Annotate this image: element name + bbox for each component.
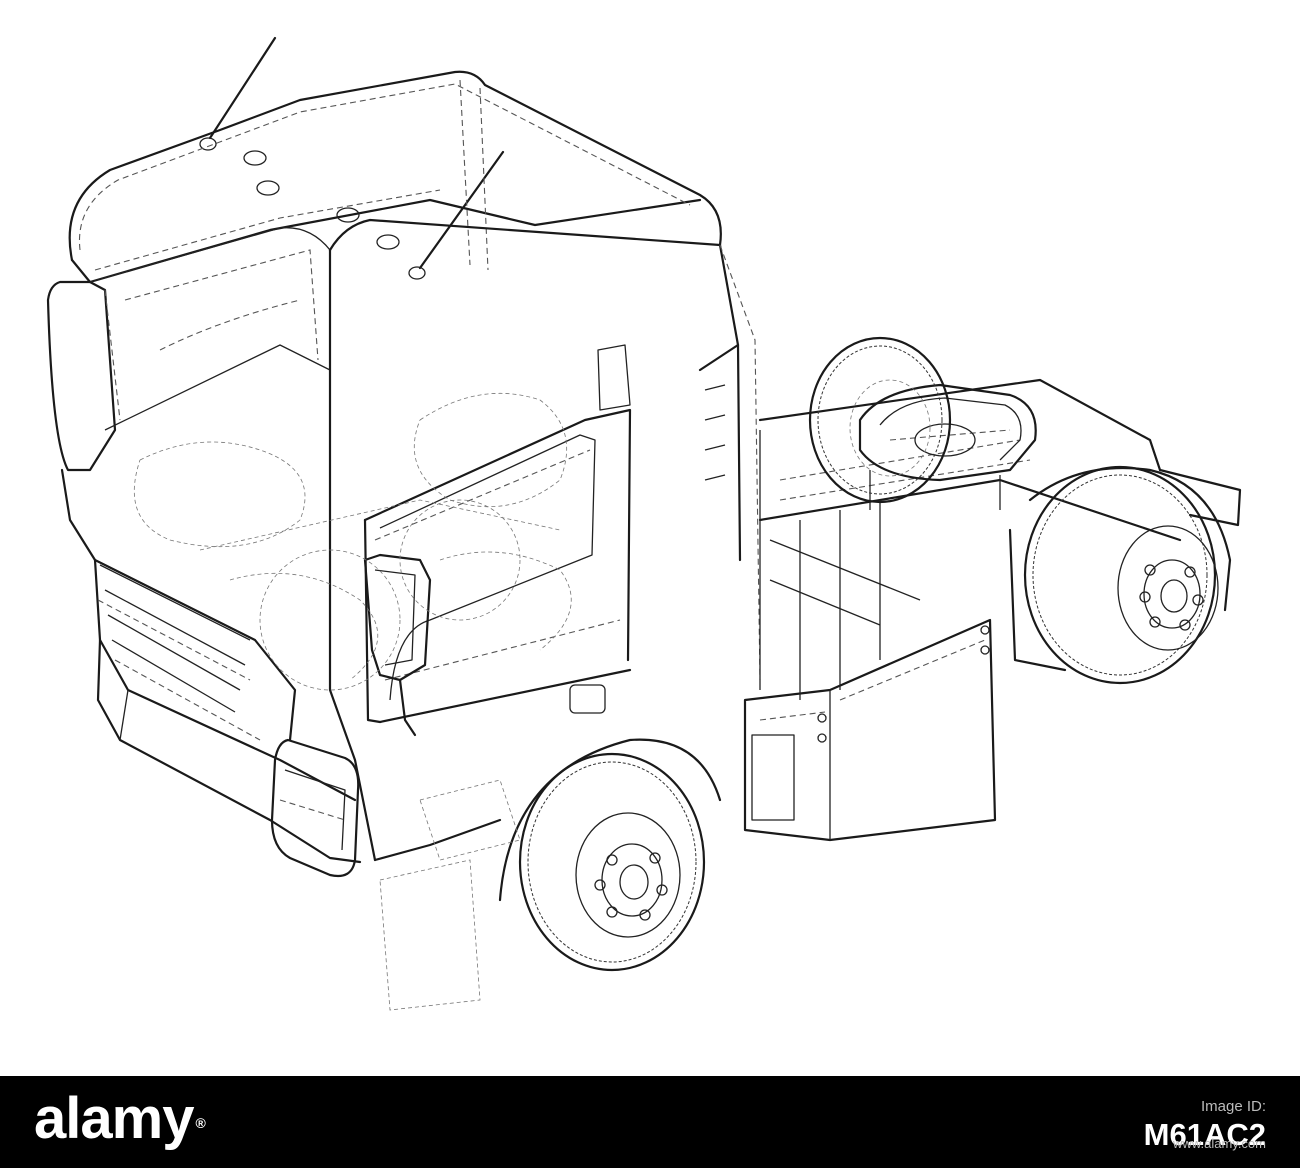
- rear-wheel-far: [808, 336, 952, 504]
- cab-front: [46, 227, 362, 864]
- cab-side-door: [328, 218, 761, 862]
- fuel-tank: [743, 618, 997, 842]
- antenna-left: [199, 36, 277, 151]
- side-mirror: [363, 553, 432, 737]
- image-id-caption: Image ID:: [1200, 1098, 1266, 1115]
- headlight: [270, 738, 360, 878]
- url-text: www.alamy.com: [1173, 1136, 1266, 1151]
- rear-wheel-near: [1008, 465, 1232, 685]
- image-id-block: Image ID: M61AC2: [1144, 1098, 1266, 1153]
- cab-roof: [68, 70, 740, 347]
- truck-illustration: [46, 36, 1242, 1011]
- brand-logo: alamy®: [34, 1086, 206, 1151]
- interior-details: [133, 392, 572, 1011]
- chassis-frame: [758, 378, 1242, 700]
- antenna-right: [408, 150, 505, 280]
- image-id: M61AC2: [1143, 1117, 1266, 1152]
- watermark-footer: alamy® Image ID: M61AC2 www.alamy.com: [0, 1076, 1300, 1168]
- front-wheel: [498, 738, 722, 972]
- brand-text: alamy: [34, 1086, 194, 1151]
- truck-wireframe-drawing: [46, 36, 1242, 1011]
